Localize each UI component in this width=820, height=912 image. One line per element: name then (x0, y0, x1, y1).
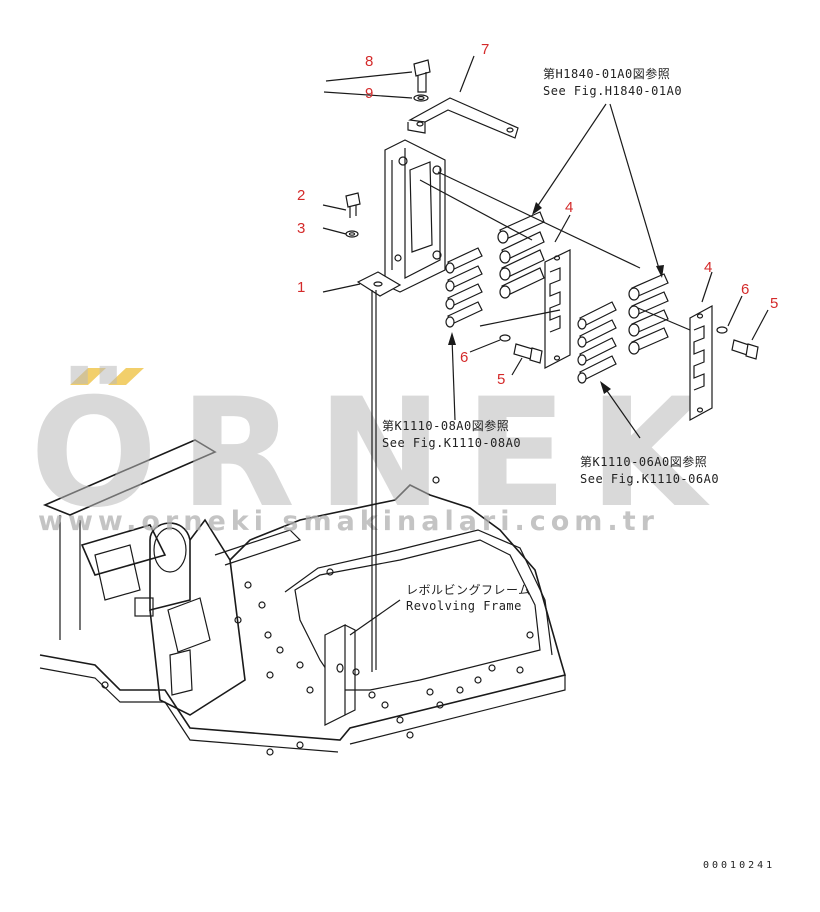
hose-fittings-upper-right (628, 273, 669, 355)
bolt-part-5-right (731, 339, 759, 360)
callout-1: 1 (297, 279, 305, 296)
watermark-accent-right (108, 368, 144, 385)
hose-fittings-left (445, 247, 483, 328)
watermark-url: www.orneki smakinalari.com.tr (38, 506, 659, 537)
callout-labels: 8 9 7 2 3 1 4 4 6 5 6 5 (297, 41, 778, 388)
bolt-part-5-left (513, 343, 543, 364)
ref-k1110-06-en: See Fig.K1110-06A0 (580, 472, 719, 486)
ref-h1840-en: See Fig.H1840-01A0 (543, 84, 682, 98)
washer-part-3 (345, 230, 359, 238)
ref-h1840-jp: 第H1840-01A0図参照 (543, 66, 670, 81)
frame-holes (101, 476, 534, 756)
callout-8: 8 (365, 53, 373, 70)
bolt-part-8 (413, 59, 431, 93)
callout-7: 7 (481, 41, 489, 58)
ref-k1110-08-en: See Fig.K1110-08A0 (382, 436, 521, 450)
washer-part-6-right (716, 326, 728, 334)
callout-2: 2 (297, 187, 305, 204)
washer-part-6-left (499, 334, 511, 342)
reference-notes: 第H1840-01A0図参照 See Fig.H1840-01A0 第K1110… (382, 66, 719, 613)
callout-5-left: 5 (497, 371, 505, 388)
label-revolving-frame-en: Revolving Frame (406, 599, 522, 613)
hose-fittings-upper-middle (497, 211, 545, 299)
revolving-frame (39, 439, 567, 756)
callout-6-left: 6 (460, 349, 468, 366)
bracket-part-7 (407, 97, 519, 139)
clamp-plate-part-4-right (689, 304, 713, 422)
callout-3: 3 (297, 220, 305, 237)
ref-k1110-08-jp: 第K1110-08A0図参照 (382, 418, 509, 433)
watermark: ÖRNEK www.orneki smakinalari.com.tr (30, 365, 727, 541)
leader-lines (322, 55, 769, 636)
callout-4-left: 4 (565, 199, 573, 216)
ref-k1110-06-jp: 第K1110-06A0図参照 (580, 454, 707, 469)
watermark-accent-left (70, 368, 106, 385)
callout-5-right: 5 (770, 295, 778, 312)
drawing-code: 00010241 (703, 860, 775, 871)
washer-part-9 (413, 94, 429, 102)
bolt-part-2 (345, 192, 361, 218)
callout-4-right: 4 (704, 259, 712, 276)
frame-stanchion (324, 624, 356, 726)
hose-fittings-lower-right (577, 301, 617, 384)
callout-9: 9 (365, 85, 373, 102)
label-revolving-frame-jp: レボルビングフレーム (406, 583, 531, 597)
clamp-plate-part-4-left (544, 249, 571, 369)
callout-6-right: 6 (741, 281, 749, 298)
bracket-part-1 (356, 139, 446, 672)
watermark-brand: ÖRNEK (30, 365, 727, 541)
